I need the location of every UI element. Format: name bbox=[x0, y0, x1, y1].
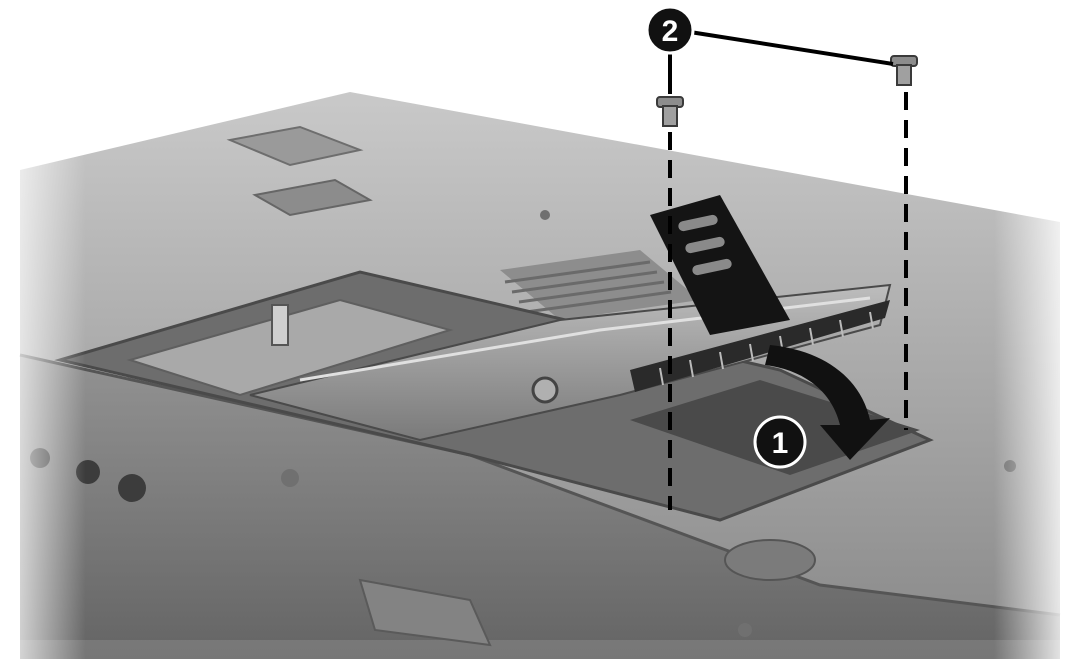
hard-drive-removal-illustration: 2 1 bbox=[0, 0, 1069, 659]
edge-fade bbox=[0, 0, 1069, 659]
